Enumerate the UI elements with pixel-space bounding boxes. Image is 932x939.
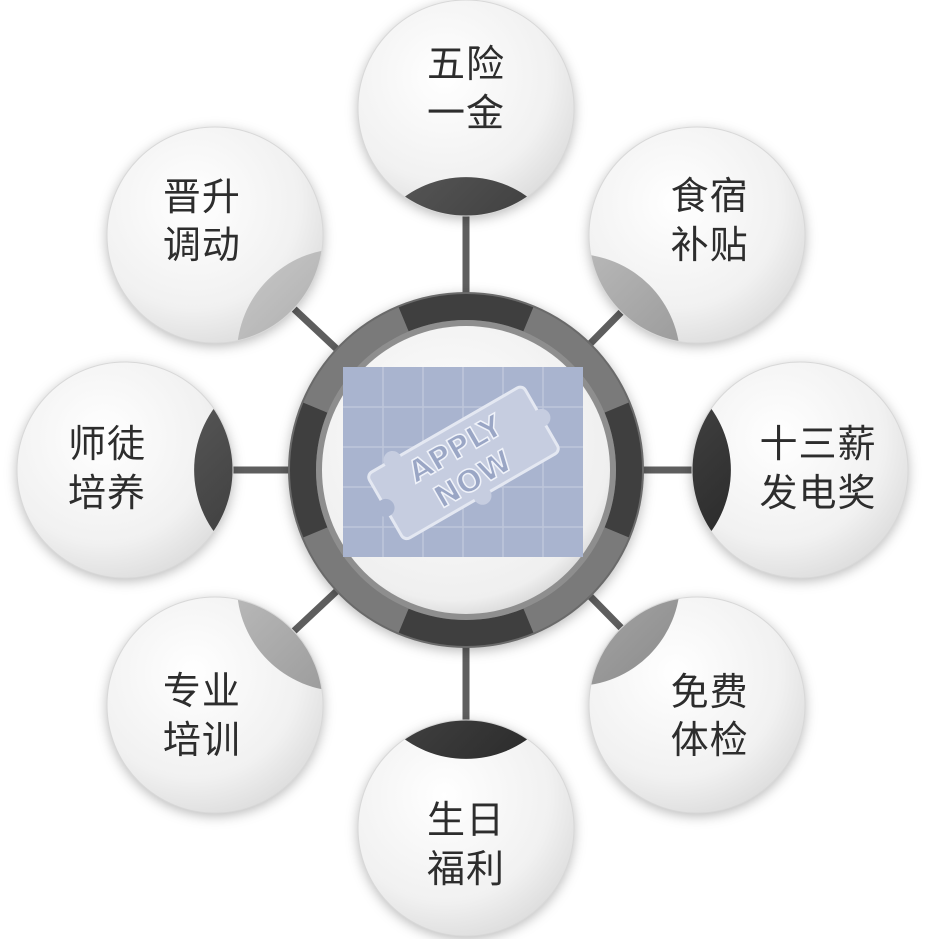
benefit-circle	[106, 596, 324, 814]
ring-segment	[398, 294, 534, 332]
connector-line	[586, 593, 627, 634]
connector-lines	[229, 212, 696, 724]
ring-segment	[290, 402, 328, 538]
benefit-circle	[357, 719, 575, 937]
ring-segment	[604, 402, 642, 538]
benefit-circle	[106, 126, 324, 344]
ring-segment	[523, 307, 629, 413]
connector-line	[586, 306, 627, 347]
ring-segment	[303, 527, 409, 633]
benefit-circle	[357, 0, 575, 217]
ring-segment	[303, 307, 409, 413]
apply-now-puzzle-image: APPLY NOW	[343, 367, 583, 557]
benefit-circle	[588, 596, 806, 814]
benefit-circle-accent	[236, 248, 323, 343]
benefit-circles	[16, 0, 909, 937]
benefit-circle-accent	[589, 597, 681, 687]
benefit-circle	[588, 126, 806, 344]
connector-line	[288, 587, 340, 637]
ring-segment	[523, 527, 629, 633]
benefit-circle-accent	[589, 253, 681, 343]
connector-line	[288, 303, 340, 353]
benefit-circle	[691, 361, 909, 579]
ring-segment	[398, 608, 534, 646]
benefit-circle-accent	[236, 597, 323, 692]
benefit-circle	[16, 361, 234, 579]
